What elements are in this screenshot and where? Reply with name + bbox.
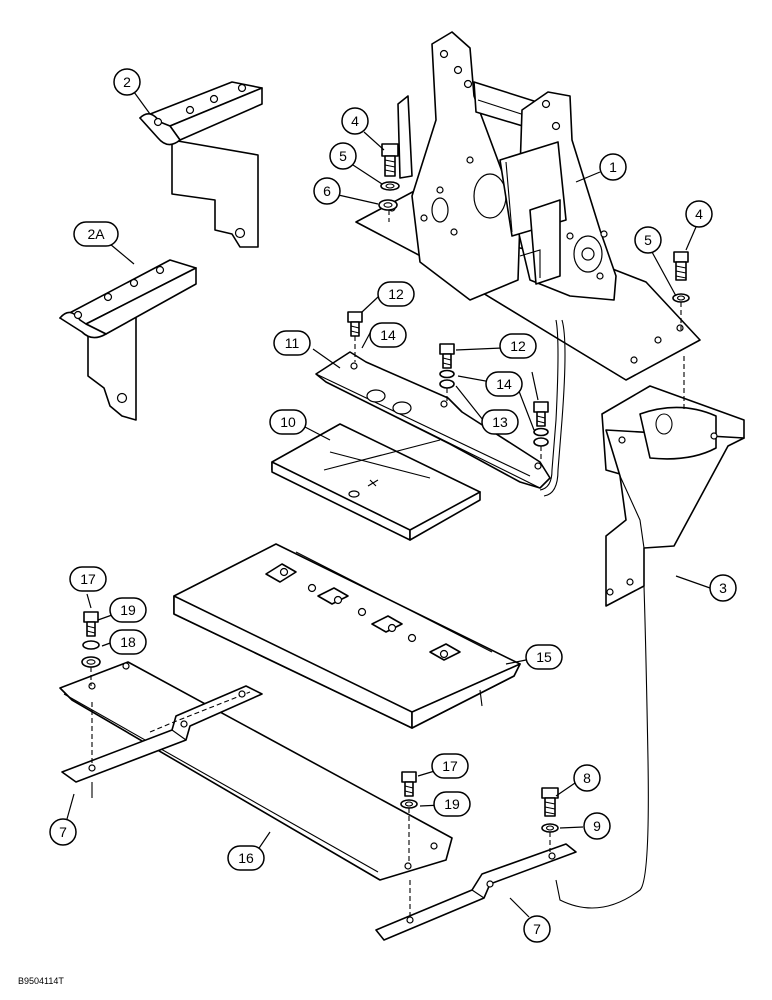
callout-19-left: 19 xyxy=(109,597,147,623)
frame-bolt-set xyxy=(378,143,400,222)
svg-text:2: 2 xyxy=(123,74,131,90)
svg-text:16: 16 xyxy=(238,850,254,866)
callout-7-left: 7 xyxy=(49,818,77,846)
svg-text:17: 17 xyxy=(80,571,96,587)
svg-text:1: 1 xyxy=(609,159,617,175)
svg-text:15: 15 xyxy=(536,649,552,665)
strip-bolt-set xyxy=(347,311,549,462)
side-bracket-3 xyxy=(555,356,745,909)
callout-18: 18 xyxy=(109,629,147,655)
callout-4-frame: 4 xyxy=(341,107,369,135)
svg-text:7: 7 xyxy=(59,824,67,840)
svg-text:2A: 2A xyxy=(87,226,105,242)
callout-12-left: 12 xyxy=(377,281,415,307)
svg-text:17: 17 xyxy=(442,758,458,774)
frame-assembly-1 xyxy=(355,31,701,497)
callout-12-right: 12 xyxy=(499,333,537,359)
callout-16: 16 xyxy=(227,845,265,871)
svg-text:8: 8 xyxy=(583,770,591,786)
callout-5-frame: 5 xyxy=(329,142,357,170)
callout-17-left: 17 xyxy=(69,566,107,592)
callout-6: 6 xyxy=(313,177,341,205)
svg-text:18: 18 xyxy=(120,634,136,650)
svg-text:9: 9 xyxy=(593,818,601,834)
callout-1: 1 xyxy=(599,153,627,181)
svg-text:14: 14 xyxy=(380,327,396,343)
callout-19-right: 19 xyxy=(433,791,471,817)
svg-text:3: 3 xyxy=(719,580,727,596)
callout-7-right: 7 xyxy=(523,915,551,943)
svg-text:5: 5 xyxy=(339,148,347,164)
mount-bolt-set xyxy=(672,251,690,330)
callout-11: 11 xyxy=(273,330,311,356)
svg-text:12: 12 xyxy=(510,338,526,354)
strap-7-left xyxy=(61,685,263,798)
svg-text:7: 7 xyxy=(533,921,541,937)
figure-id: B9504114T xyxy=(18,976,64,986)
svg-text:5: 5 xyxy=(644,232,652,248)
plate-10 xyxy=(271,423,481,541)
left-bolt-set xyxy=(81,611,101,686)
svg-text:19: 19 xyxy=(120,602,136,618)
cover-15 xyxy=(173,543,521,729)
svg-text:13: 13 xyxy=(492,414,508,430)
svg-text:19: 19 xyxy=(444,796,460,812)
callout-15: 15 xyxy=(525,644,563,670)
hinge-bracket-2 xyxy=(139,81,263,248)
hinge-bracket-2a xyxy=(59,259,197,421)
svg-text:12: 12 xyxy=(388,286,404,302)
callout-13: 13 xyxy=(481,409,519,435)
plate-16 xyxy=(59,661,453,881)
svg-text:6: 6 xyxy=(323,183,331,199)
svg-text:4: 4 xyxy=(351,113,359,129)
right-bolt-set xyxy=(400,771,418,864)
callout-4-mount: 4 xyxy=(685,200,713,228)
callout-17-right: 17 xyxy=(431,753,469,779)
strap-7-right xyxy=(375,843,577,941)
callout-8: 8 xyxy=(573,764,601,792)
callout-3: 3 xyxy=(709,574,737,602)
strap-bolt-set xyxy=(541,787,559,852)
svg-text:10: 10 xyxy=(280,414,296,430)
svg-text:14: 14 xyxy=(496,376,512,392)
callout-5-mount: 5 xyxy=(634,226,662,254)
angle-strip-11 xyxy=(315,351,551,489)
svg-text:4: 4 xyxy=(695,206,703,222)
callout-2a: 2A xyxy=(73,221,119,247)
callout-2: 2 xyxy=(113,68,141,96)
callout-14-left: 14 xyxy=(369,322,407,348)
callout-10: 10 xyxy=(269,409,307,435)
svg-text:11: 11 xyxy=(285,335,300,351)
callout-9: 9 xyxy=(583,812,611,840)
callout-14-right: 14 xyxy=(485,371,523,397)
